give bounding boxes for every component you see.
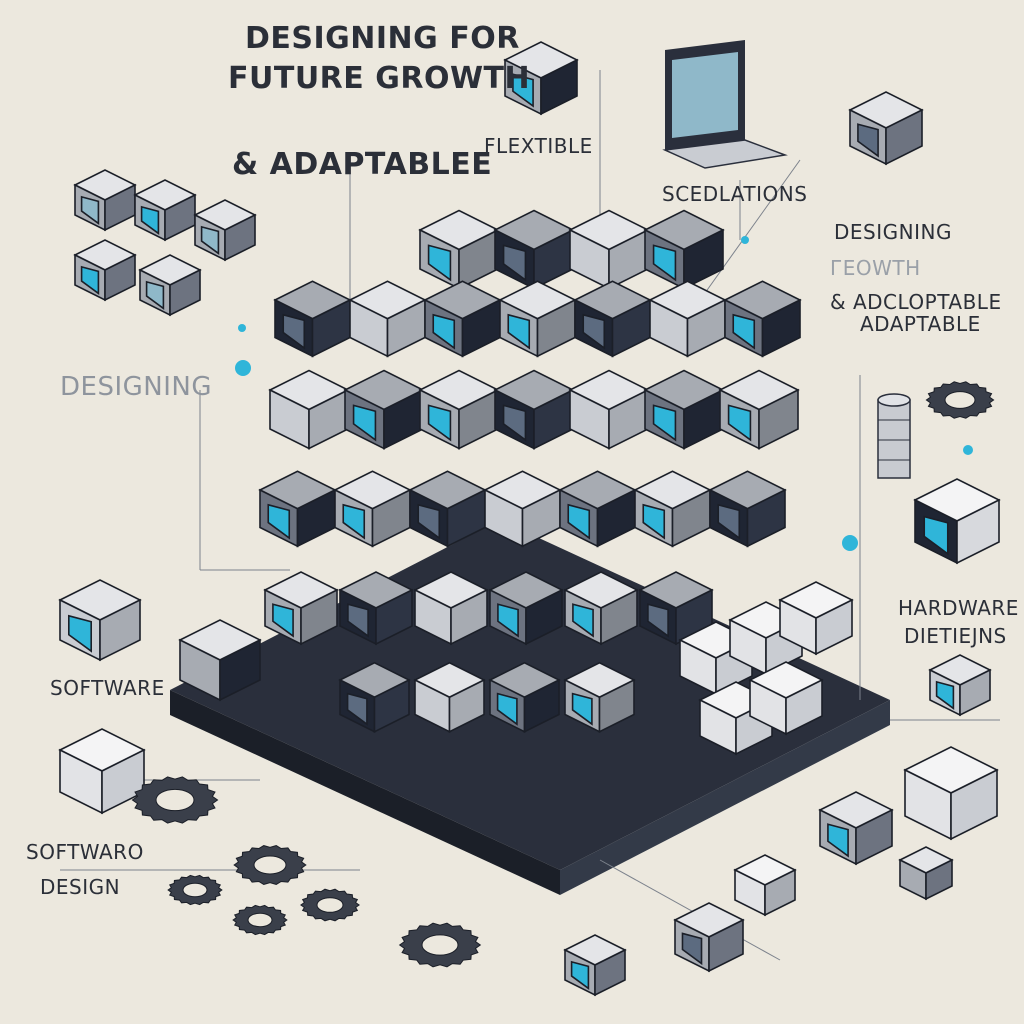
cube-icon <box>73 239 137 302</box>
cube-icon <box>573 280 652 358</box>
software-design-label-1: SOFTWARO <box>26 840 144 864</box>
cube-icon <box>568 209 650 290</box>
gear-icon <box>131 776 219 824</box>
growth-right-label: ГЕOWTH <box>830 256 921 280</box>
gear-icon <box>925 381 995 419</box>
cube-icon <box>418 209 500 290</box>
title-line-1: DESIGNING FOR <box>245 21 520 56</box>
designing-right-label: DESIGNING <box>834 220 952 244</box>
cube-icon <box>133 179 197 242</box>
software-design-label-2: DESIGN <box>40 875 121 899</box>
cube-icon <box>268 369 350 450</box>
cube-icon <box>333 470 412 548</box>
gear-icon <box>232 904 288 936</box>
cube-icon <box>563 661 636 734</box>
cube-icon <box>718 369 800 450</box>
cube-group <box>58 41 1001 997</box>
cube-icon <box>413 571 489 646</box>
gear-icon <box>398 922 482 968</box>
cube-icon <box>643 209 725 290</box>
disk-stack-icon <box>877 393 911 479</box>
laptop-icon <box>662 40 788 169</box>
title-line-3: & ADAPTABLEE <box>232 147 493 182</box>
cube-icon <box>338 571 414 646</box>
accent-dots <box>235 236 973 551</box>
gear-icon <box>167 874 223 906</box>
flexible-label: FLEXTIBLE <box>484 134 593 158</box>
designing-left-label: DESIGNING <box>60 372 212 402</box>
cube-icon <box>723 280 802 358</box>
cube-icon <box>673 902 745 973</box>
cube-icon <box>178 619 262 702</box>
cube-icon <box>73 169 137 232</box>
cube-icon <box>903 746 999 841</box>
cube-icon <box>58 728 146 815</box>
cube-icon <box>343 369 425 450</box>
hardware-label-2: DIETIEJNS <box>904 624 1007 648</box>
cube-icon <box>568 369 650 450</box>
cube-icon <box>733 854 797 917</box>
cube-icon <box>708 470 787 548</box>
cube-icon <box>418 369 500 450</box>
cube-icon <box>193 199 257 262</box>
cube-icon <box>338 661 411 734</box>
cube-icon <box>633 470 712 548</box>
gear-group <box>131 381 995 968</box>
cube-icon <box>648 280 727 358</box>
adaptable-right-label-1: & ADCLOPTABLE <box>830 290 1002 314</box>
software-label: SOFTWARE <box>50 676 165 700</box>
cube-icon <box>488 571 564 646</box>
gear-icon <box>300 888 360 922</box>
cube-icon <box>558 470 637 548</box>
cube-icon <box>493 369 575 450</box>
cube-icon <box>643 369 725 450</box>
cube-icon <box>58 579 142 662</box>
adaptable-right-label-2: ADAPTABLE <box>860 312 981 336</box>
cube-icon <box>848 91 924 166</box>
cube-icon <box>928 654 992 717</box>
cube-icon <box>483 470 562 548</box>
hardware-label-1: HARDWARE <box>898 596 1019 620</box>
cube-icon <box>273 280 352 358</box>
cube-icon <box>408 470 487 548</box>
cube-icon <box>913 478 1001 565</box>
cube-icon <box>258 470 337 548</box>
cube-icon <box>778 581 854 656</box>
cube-icon <box>493 209 575 290</box>
cube-icon <box>748 661 824 736</box>
cube-icon <box>728 601 804 676</box>
cube-icon <box>898 846 954 901</box>
scalations-label: SCEDLATIONS <box>662 182 808 206</box>
cube-icon <box>488 661 561 734</box>
cube-icon <box>348 280 427 358</box>
cube-icon <box>818 791 894 866</box>
title-line-2: FUTURE GROWTH <box>228 61 531 96</box>
cube-icon <box>263 571 339 646</box>
cube-icon <box>638 571 714 646</box>
cube-icon <box>498 280 577 358</box>
cube-icon <box>563 934 627 997</box>
cube-icon <box>138 254 202 317</box>
cube-icon <box>563 571 639 646</box>
cube-icon <box>423 280 502 358</box>
gear-icon <box>233 845 307 885</box>
cube-icon <box>413 661 486 734</box>
cube-icon <box>503 41 579 116</box>
